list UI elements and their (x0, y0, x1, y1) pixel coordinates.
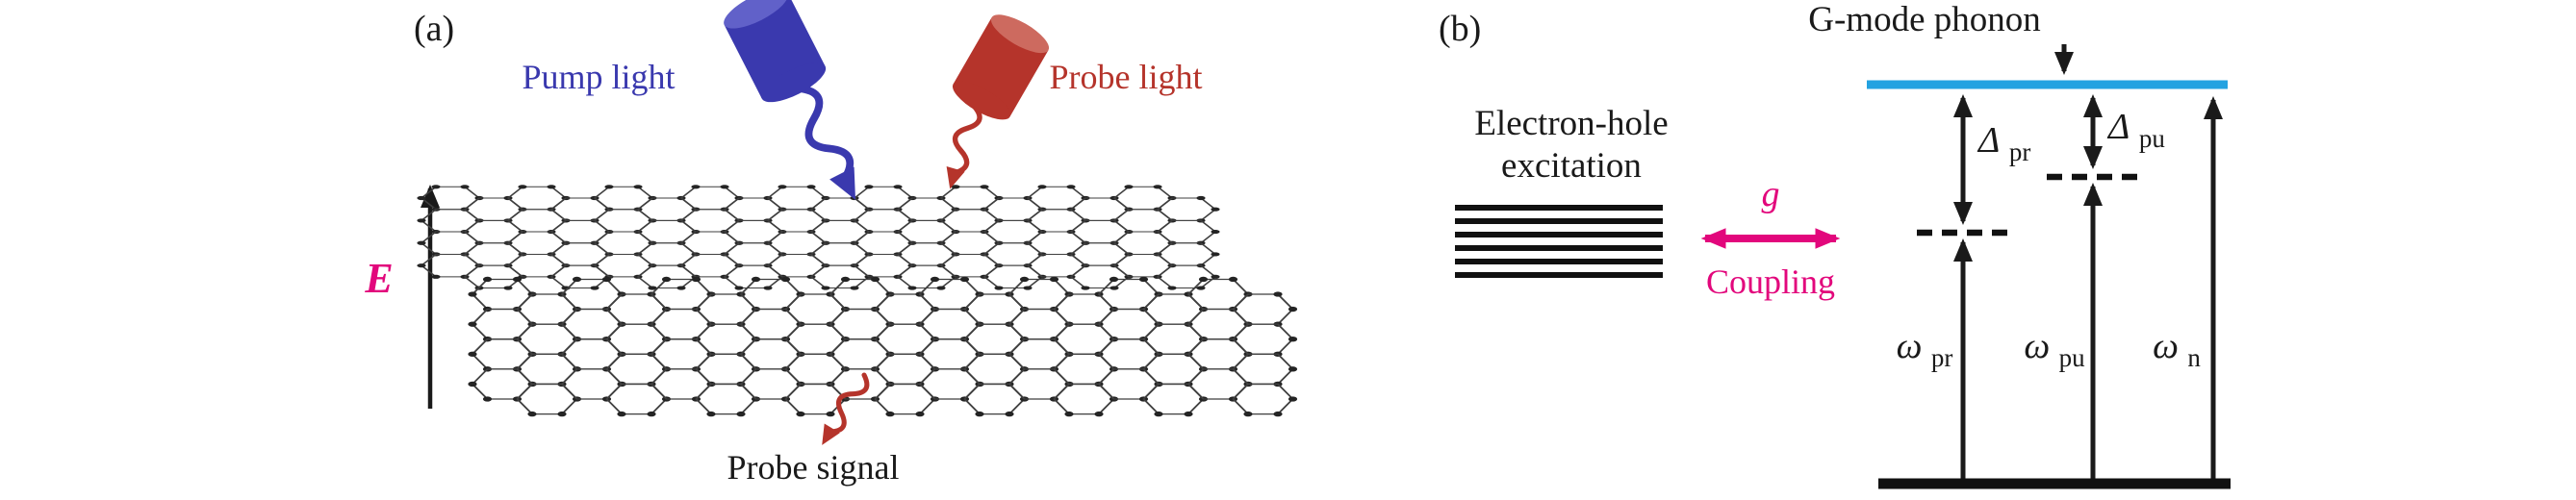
probe-signal-arrow (814, 370, 872, 449)
panel-a: (a) E Pump light Probe light Probe signa… (364, 0, 1298, 487)
omega-n-label: ω n (2153, 326, 2201, 372)
probe-signal-label: Probe signal (727, 448, 900, 487)
panel-a-tag: (a) (414, 9, 454, 49)
electron-hole-continuum (1455, 205, 1663, 278)
electron-hole-label-line2: excitation (1501, 146, 1642, 186)
coupling-label: Coupling (1706, 262, 1835, 301)
probe-light-label: Probe light (1050, 58, 1203, 96)
pump-laser-bottom-cap (761, 62, 827, 103)
probe-laser-bottom-cap (952, 81, 1011, 120)
graphene-layer-bottom (468, 276, 1298, 417)
g-mode-phonon-label: G-mode phonon (1808, 0, 2041, 39)
probe-beam-arrow (941, 103, 983, 191)
electron-hole-label-line1: Electron-hole (1474, 104, 1668, 143)
probe-laser-cylinder (952, 14, 1050, 120)
omega-pu-label: ω pu (2024, 326, 2085, 372)
panel-b-tag: (b) (1439, 9, 1481, 49)
pump-light-label: Pump light (522, 58, 675, 96)
detuning-pu-label: Δ pu (2106, 107, 2165, 153)
panel-b: (b) G-mode phonon Electron-hole excitati… (1439, 0, 2231, 489)
pump-beam-arrow (786, 83, 868, 207)
pump-laser-top-cap (724, 0, 789, 29)
graphene-layer-top (417, 185, 1220, 290)
omega-pr-label: ω pr (1897, 326, 1953, 372)
coupling-symbol: g (1762, 174, 1780, 214)
pump-laser-cylinder (724, 0, 827, 103)
detuning-pr-label: Δ pr (1977, 120, 2030, 166)
probe-laser-top-cap (990, 14, 1050, 54)
e-field-label: E (364, 255, 393, 302)
